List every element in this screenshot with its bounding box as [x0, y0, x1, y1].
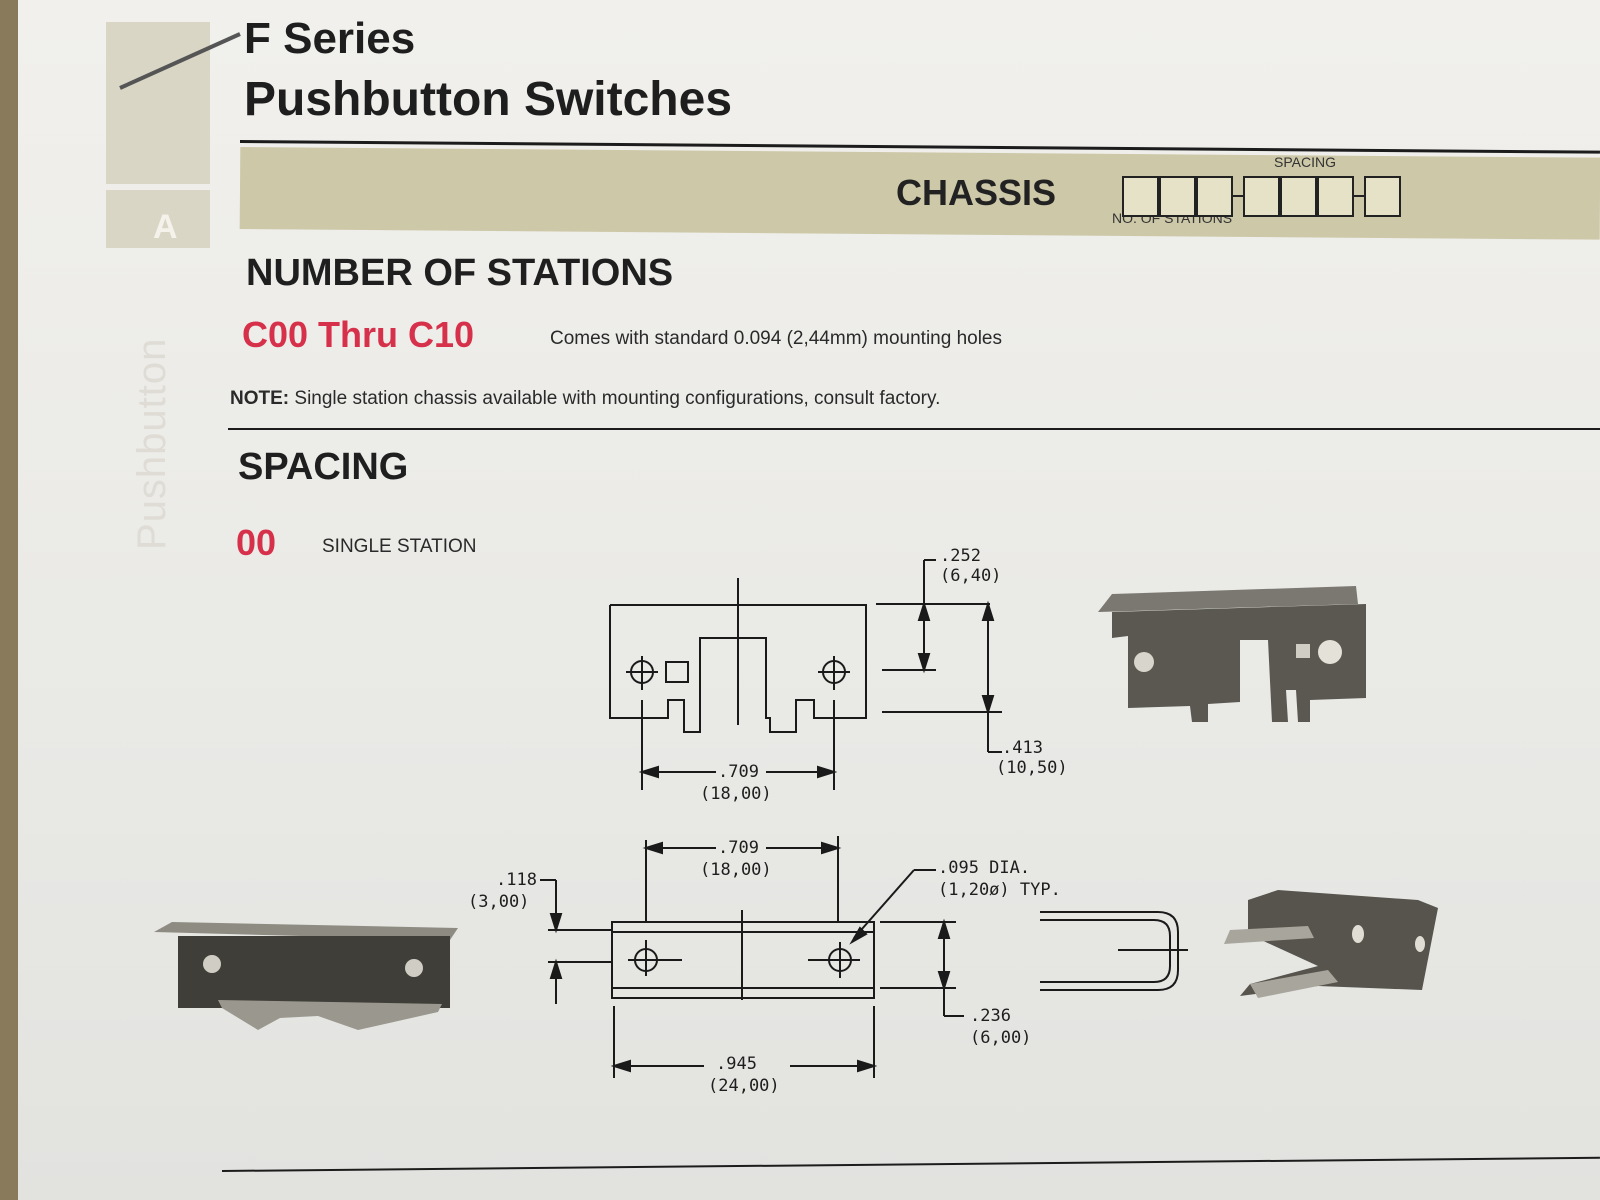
dim-hole-dia: .095 DIA. — [938, 858, 1031, 878]
code-box-5 — [1280, 176, 1317, 217]
section-rule — [228, 428, 1600, 430]
stations-heading: NUMBER OF STATIONS — [246, 252, 674, 294]
code-dash-1 — [1233, 195, 1243, 197]
code-box-1 — [1122, 176, 1159, 217]
top-view-drawing — [609, 559, 1002, 790]
tab-letter: A — [153, 208, 178, 246]
dim-hole-span-bottom-in: .709 — [718, 838, 759, 858]
dim-top-height-in: .252 — [940, 546, 981, 566]
dim-flange-in: .118 — [496, 870, 537, 890]
code-box-2 — [1159, 176, 1196, 217]
code-box-6 — [1317, 176, 1354, 217]
dim-total-height-in: .413 — [1002, 738, 1043, 758]
spacing-code-label: SPACING — [1274, 154, 1336, 170]
dim-top-height-mm: (6,40) — [940, 566, 1002, 586]
code-box-7 — [1364, 176, 1401, 217]
code-dash-2 — [1354, 195, 1364, 197]
tab-block-lower — [106, 190, 210, 248]
drawing-layer — [119, 32, 1438, 1078]
series-title: F Series — [244, 14, 416, 63]
product-title: Pushbutton Switches — [244, 73, 733, 126]
spacing-heading: SPACING — [238, 446, 409, 488]
dim-hole-span-bottom-mm: (18,00) — [700, 860, 772, 880]
tab-block-upper — [106, 22, 210, 184]
stations-code: C00 Thru C10 — [242, 314, 475, 355]
photo-part-bottom-left — [154, 922, 458, 1030]
stations-note: NOTE: Single station chassis available w… — [230, 388, 940, 410]
code-box-4 — [1243, 176, 1280, 217]
code-box-3 — [1196, 176, 1233, 217]
stations-description: Comes with standard 0.094 (2,44mm) mount… — [550, 328, 1003, 349]
top-view-square-hole — [665, 661, 689, 683]
spacing-description: SINGLE STATION — [322, 536, 477, 557]
dim-width-mm: (6,00) — [970, 1028, 1032, 1048]
datasheet-page: A Pushbutton — [18, 0, 1600, 1200]
photo-part-bottom-right — [1224, 890, 1438, 998]
side-view-drawing — [1040, 911, 1188, 991]
bottom-view-drawing — [540, 836, 964, 1078]
title-pointer-line — [119, 32, 241, 90]
note-text: Single station chassis available with mo… — [294, 388, 941, 409]
dim-hole-dia-mm: (1,20ø) TYP. — [938, 880, 1061, 900]
spacing-code: 00 — [236, 522, 277, 563]
photo-part-top-right — [1098, 586, 1366, 722]
dim-hole-span-top-mm: (18,00) — [700, 784, 772, 804]
dim-hole-span-top-in: .709 — [718, 762, 759, 782]
dim-length-mm: (24,00) — [708, 1076, 780, 1096]
top-view-outline — [609, 604, 867, 733]
dim-total-height-mm: (10,50) — [996, 758, 1068, 778]
chassis-label: CHASSIS — [896, 172, 1057, 213]
note-label: NOTE: — [230, 388, 290, 409]
dim-length-in: .945 — [716, 1054, 757, 1074]
dim-width-in: .236 — [970, 1006, 1011, 1026]
dim-flange-mm: (3,00) — [468, 892, 530, 912]
